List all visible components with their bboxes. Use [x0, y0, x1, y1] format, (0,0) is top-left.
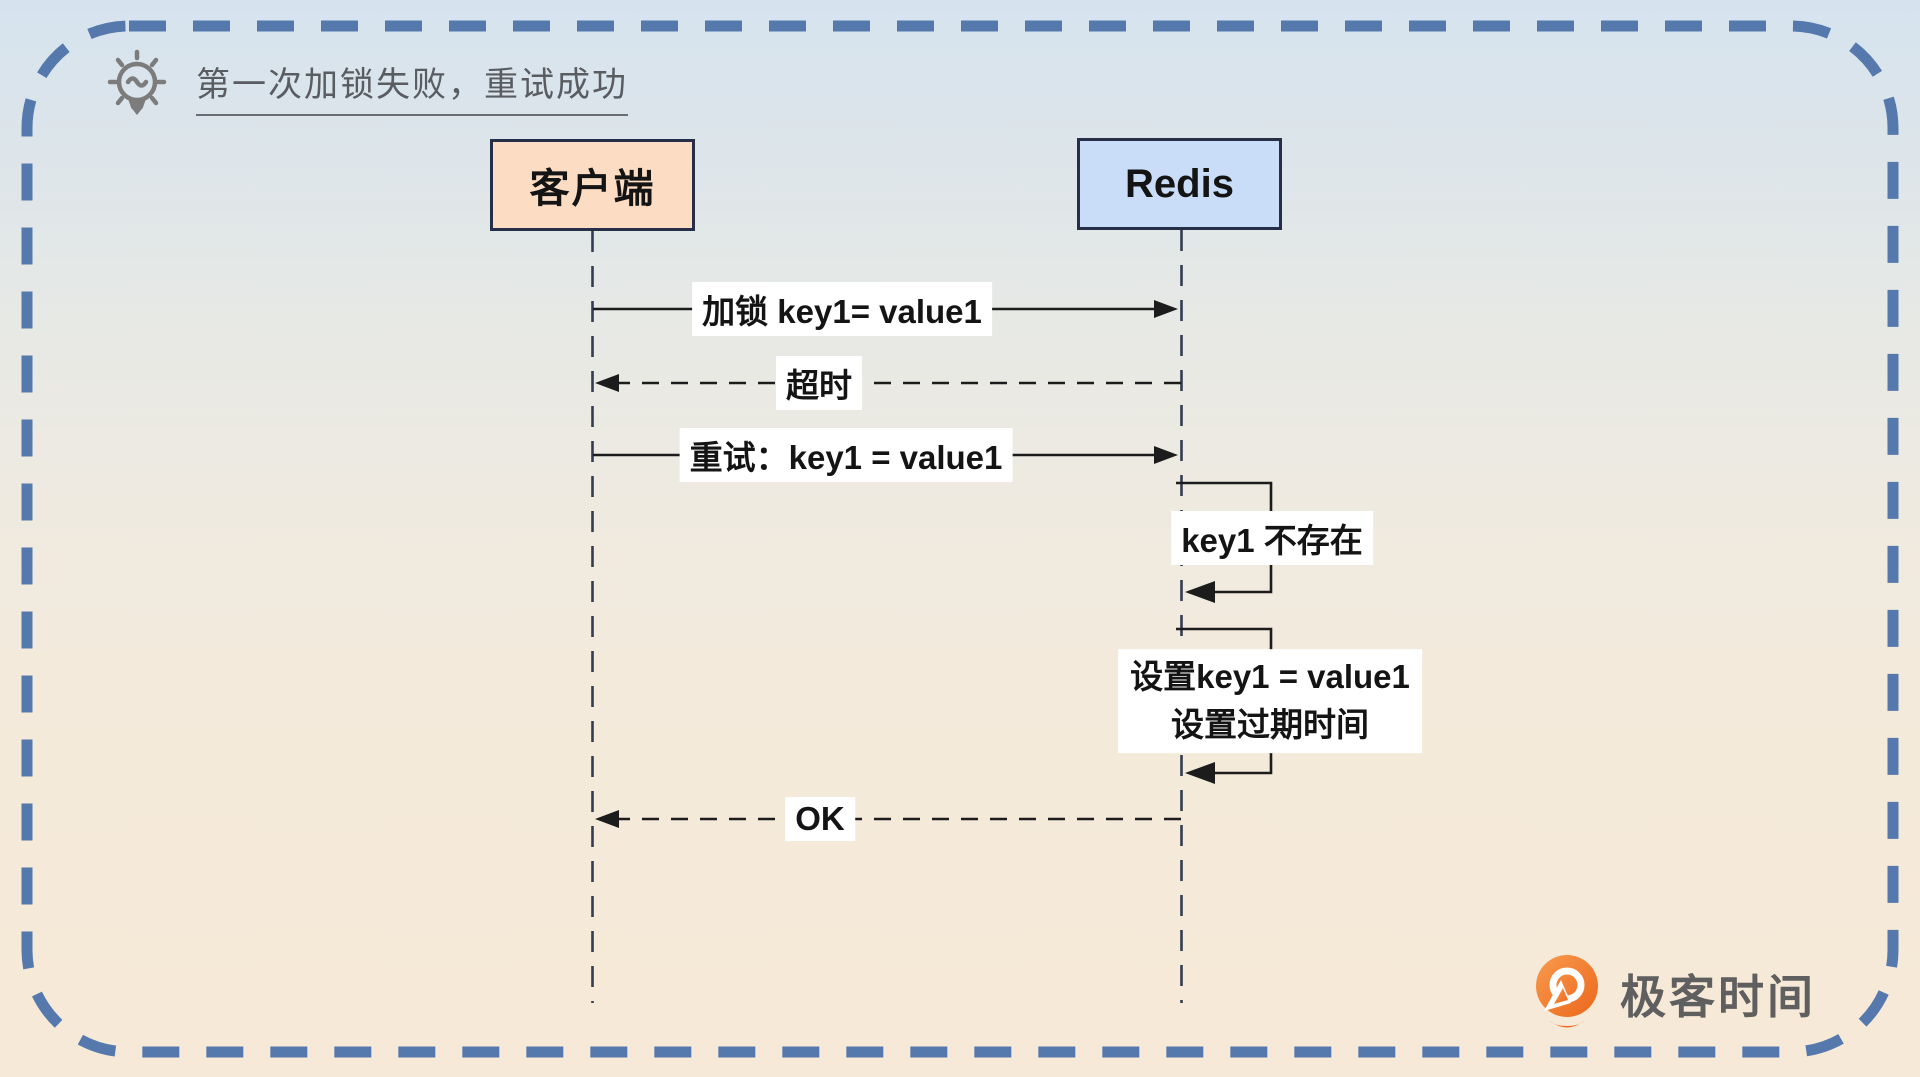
actor-box-client: 客户端 — [490, 139, 695, 231]
arrowhead-right-icon — [1154, 446, 1178, 464]
message-label-ok: OK — [785, 797, 855, 841]
message-arrow-ok — [595, 810, 1181, 828]
geektime-mark-icon — [1536, 955, 1598, 1028]
message-label-set-key-line2: 设置过期时间 — [1170, 706, 1369, 743]
lightbulb-icon — [107, 49, 167, 116]
actor-label-redis: Redis — [1125, 161, 1234, 206]
message-label-retry: 重试：key1 = value1 — [679, 428, 1013, 482]
message-label-timeout: 超时 — [776, 356, 862, 410]
arrowhead-left-icon — [1185, 762, 1215, 784]
header: 第一次加锁失败，重试成功 — [98, 42, 628, 130]
arrowhead-right-icon — [1154, 300, 1178, 318]
actor-label-client: 客户端 — [529, 167, 656, 211]
diagram-title: 第一次加锁失败，重试成功 — [196, 57, 628, 116]
message-label-lock: 加锁 key1= value1 — [692, 282, 992, 336]
arrowhead-left-icon — [595, 810, 619, 828]
actor-box-redis: Redis — [1077, 138, 1282, 230]
message-label-key-missing: key1 不存在 — [1171, 511, 1373, 565]
message-label-set-key-line1: 设置key1 = value1 — [1130, 658, 1410, 696]
geektime-logo: 极客时间 — [1530, 952, 1816, 1036]
geektime-logo-text: 极客时间 — [1620, 971, 1816, 1023]
arrowhead-left-icon — [595, 374, 619, 392]
arrowhead-left-icon — [1185, 581, 1215, 603]
message-label-set-key: 设置key1 = value1 设置过期时间 — [1118, 649, 1422, 753]
message-arrow-timeout — [595, 374, 1181, 392]
